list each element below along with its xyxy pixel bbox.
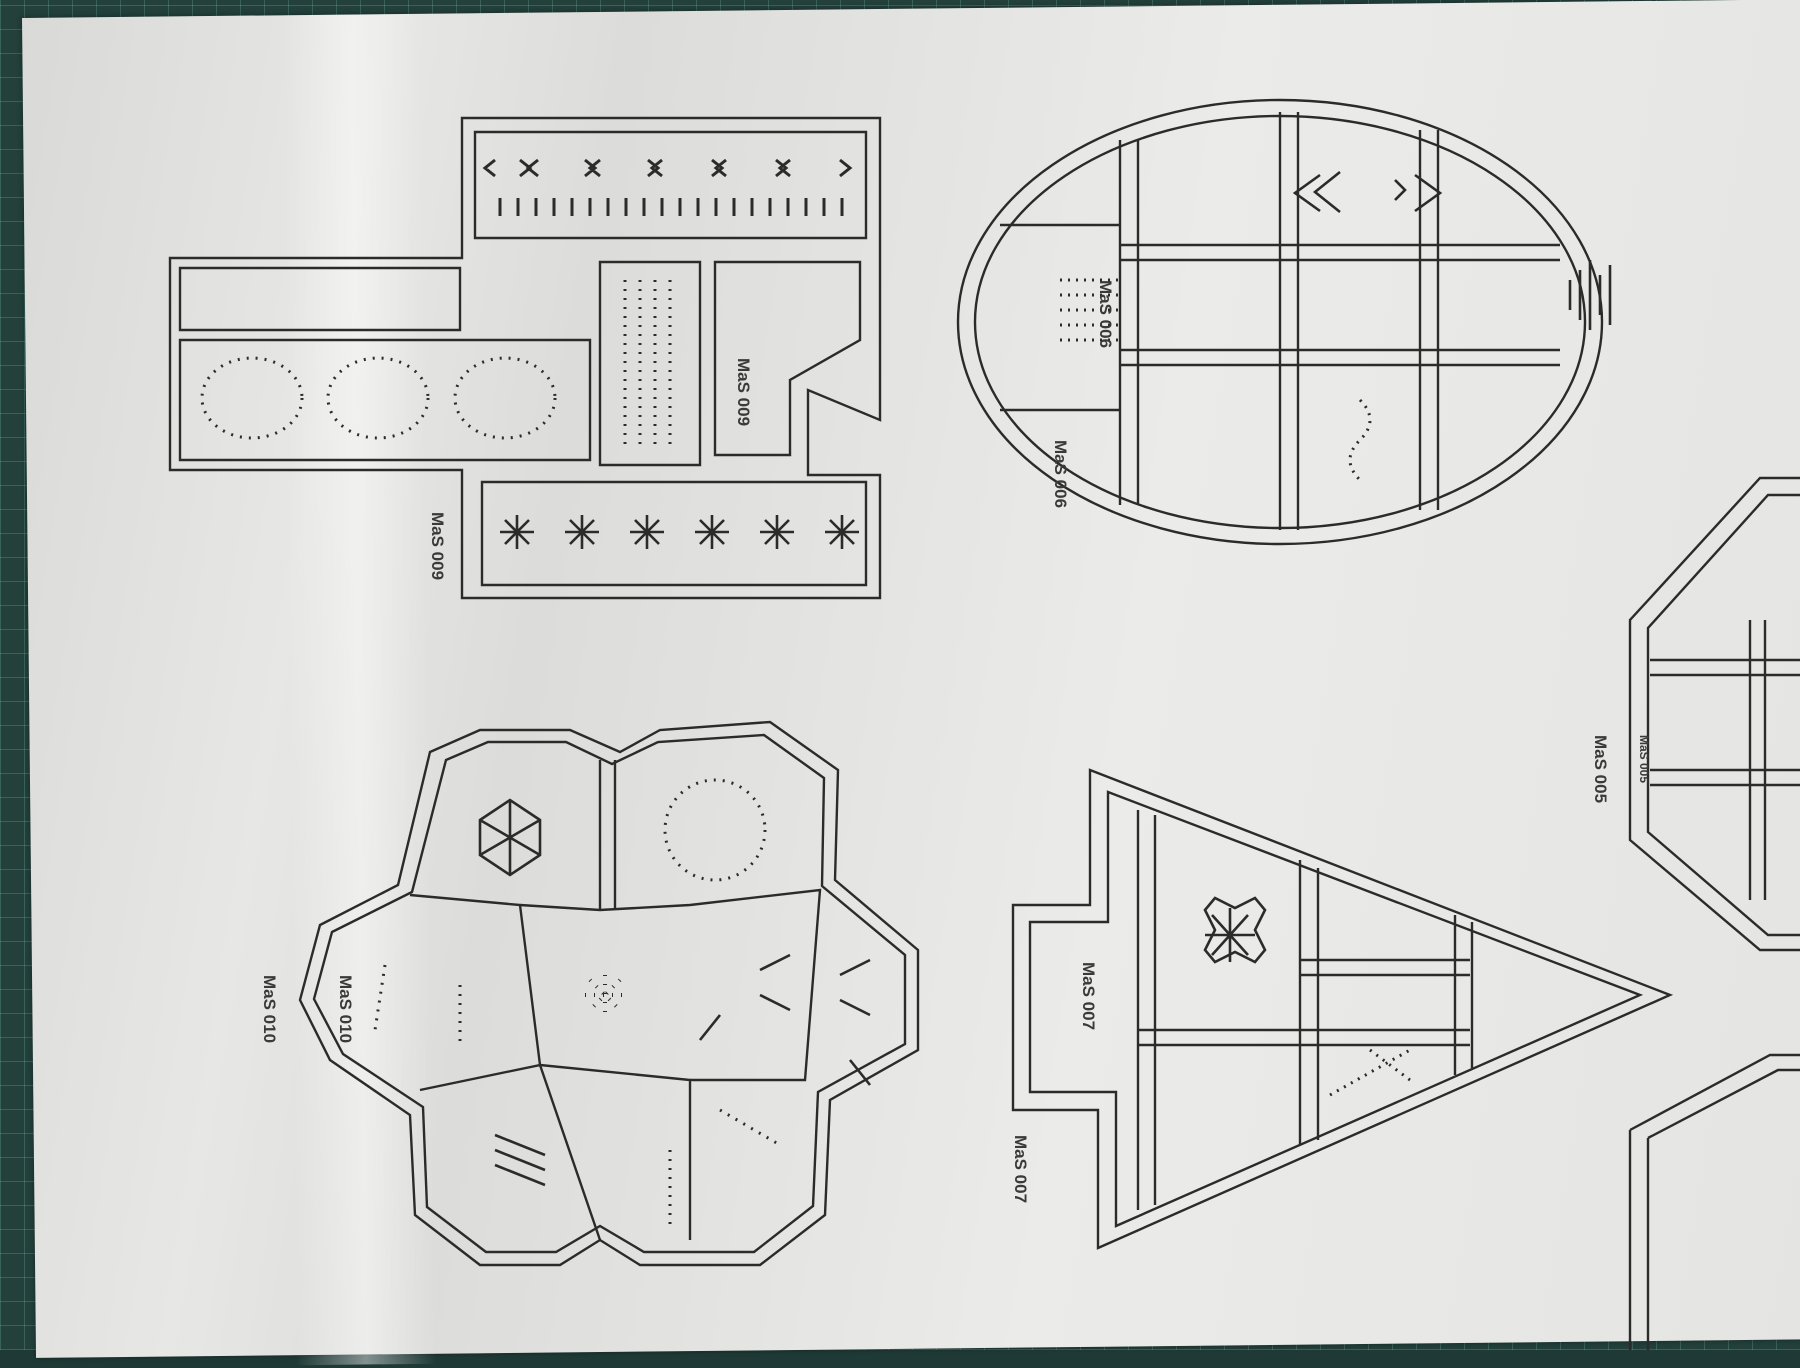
label-mas-005-outer: MaS 005 <box>1591 735 1610 803</box>
label-mas-010-inner: MaS 010 <box>336 975 355 1043</box>
label-mas-006-outer: MaS 006 <box>1051 440 1070 508</box>
label-mas-007-outer: MaS 007 <box>1011 1135 1030 1203</box>
label-mas-009-inner: MaS 009 <box>734 358 753 426</box>
stencil-mas-010: MaS 010 MaS 010 <box>260 720 920 1267</box>
label-mas-009-outer: MaS 009 <box>428 512 447 580</box>
label-mas-006-inner: MaS 006 <box>1096 280 1115 348</box>
stencil-mas-007: MaS 007 MaS 007 <box>1011 768 1674 1250</box>
stencil-mas-006: MaS 006 MaS 006 <box>956 98 1612 546</box>
label-mas-005-inner: MaS 005 <box>1637 735 1651 783</box>
label-mas-007-inner: MaS 007 <box>1079 962 1098 1030</box>
stencil-mas-005: MaS 005 MaS 005 <box>1591 476 1800 1350</box>
stencil-mas-009: MaS 009 MaS 009 <box>168 116 882 600</box>
label-mas-010-outer: MaS 010 <box>260 975 279 1043</box>
